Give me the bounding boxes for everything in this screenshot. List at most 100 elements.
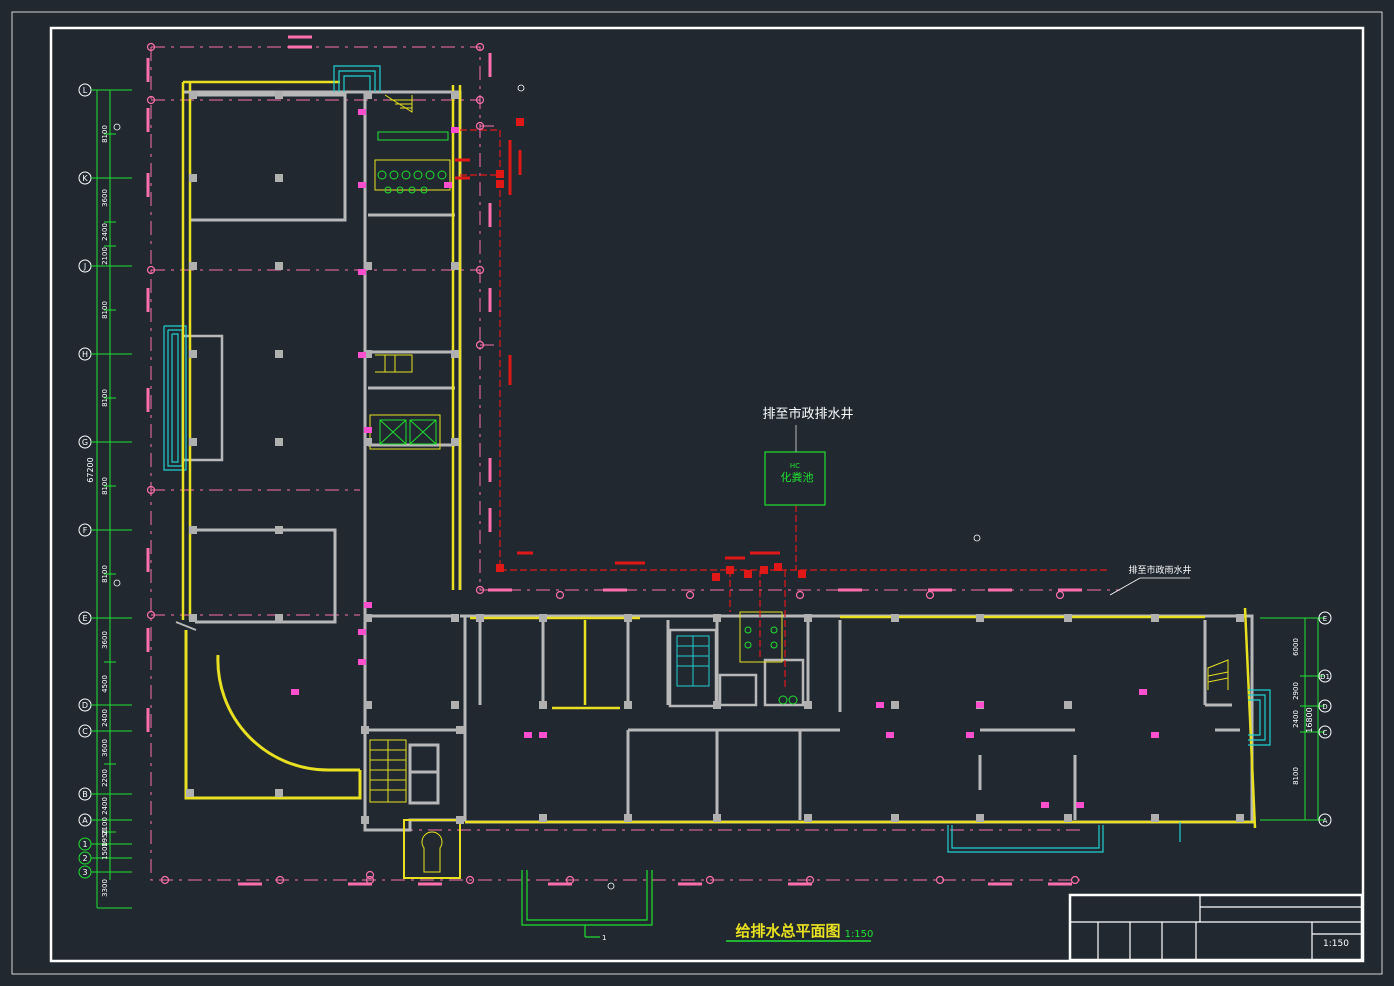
column (186, 789, 194, 797)
column (189, 91, 197, 99)
floor-drain (358, 269, 366, 275)
axis-bubble-C (1318, 725, 1332, 739)
rain-downpipe (603, 588, 627, 592)
dim-label: 3600 (101, 739, 109, 757)
column (539, 814, 547, 822)
east-wing-walls (460, 614, 1254, 824)
east-wing-facade (465, 607, 1257, 829)
axis-label: C (1323, 729, 1328, 737)
column (451, 438, 459, 446)
column (539, 614, 547, 622)
axis-bubble-A (1318, 813, 1332, 827)
column (451, 701, 459, 709)
rain-downpipe (288, 45, 312, 49)
rain-downpipe (146, 708, 150, 732)
rain-downpipe (238, 882, 262, 886)
left-dimension-labels: 8100360024002100810081008100810036004500… (101, 125, 109, 897)
column (456, 816, 464, 824)
round-entrance-wall (175, 621, 197, 631)
column (275, 91, 283, 99)
column (891, 614, 899, 622)
axis-label: B (82, 790, 88, 799)
inspection-well (475, 340, 485, 350)
floor-drain (291, 689, 299, 695)
drawing-scale: 1:150 (845, 929, 874, 940)
core-stair (369, 739, 461, 879)
column (189, 262, 197, 270)
inspection-well (365, 875, 375, 885)
floor-drain (539, 732, 547, 738)
north-stair-cyan (333, 65, 381, 92)
column (1064, 701, 1072, 709)
dim-label: 2200 (101, 769, 109, 787)
dim-label: 6000 (1292, 638, 1300, 656)
inspection-well (475, 265, 485, 275)
column (713, 614, 721, 622)
dim-label: 8100 (101, 565, 109, 583)
axis-label: D (82, 701, 88, 710)
site-boundary (150, 46, 1120, 881)
rain-downpipe (146, 58, 150, 82)
dim-label: 2400 (1292, 710, 1300, 728)
inspection-well (275, 875, 285, 885)
inspection-well (1070, 875, 1080, 885)
column (364, 350, 372, 358)
east-stair (1207, 659, 1229, 690)
floor-drain (358, 109, 366, 115)
axis-label: K (82, 174, 88, 183)
rain-downpipe (838, 588, 862, 592)
rain-downpipe (678, 882, 702, 886)
axis-label: 2 (82, 854, 87, 863)
column (189, 438, 197, 446)
inspection-well (795, 590, 805, 600)
floor-drain (364, 427, 372, 433)
floor-drain (886, 732, 894, 738)
rain-downpipe (548, 882, 572, 886)
column (364, 91, 372, 99)
column (804, 614, 812, 622)
column (804, 701, 812, 709)
floor-drain (1076, 802, 1084, 808)
column (451, 262, 459, 270)
floor-drain (358, 659, 366, 665)
column (451, 91, 459, 99)
dim-label: 1950 (101, 829, 109, 847)
column (1236, 814, 1244, 822)
floor-drain (966, 732, 974, 738)
rain-downpipe (146, 548, 150, 572)
drain-pipe-heavy (455, 140, 780, 565)
rain-downpipe (788, 882, 812, 886)
septic-tank-box (764, 451, 826, 506)
rain-downpipe (1058, 588, 1082, 592)
axis-label: 3 (82, 868, 87, 877)
inspection-well (146, 265, 156, 275)
sheet-border-outer (11, 11, 1383, 975)
dim-label: 8100 (101, 125, 109, 143)
inspection-well (475, 95, 485, 105)
inspection-well (160, 875, 170, 885)
axis-label: C (82, 727, 88, 736)
rain-downpipe (488, 508, 492, 532)
dim-label: 8100 (101, 389, 109, 407)
inspection-well (146, 610, 156, 620)
title-block (1068, 893, 1364, 962)
column (275, 614, 283, 622)
to-municipal-drain-2: 排至市政雨水井 (1128, 564, 1191, 576)
column (361, 726, 369, 734)
column (624, 614, 632, 622)
inspection-well (475, 585, 485, 595)
inspection-well (1055, 590, 1065, 600)
drain-fixtures-red (496, 118, 806, 581)
inspection-well (705, 875, 715, 885)
column (804, 814, 812, 822)
dim-label: 8100 (101, 477, 109, 495)
dim-label: 4500 (101, 675, 109, 693)
rain-downpipe (348, 882, 372, 886)
column (364, 614, 372, 622)
floor-drain (444, 182, 452, 188)
north-stair (375, 94, 413, 373)
dim-label: 8100 (1292, 767, 1300, 785)
dim-label: 1500 (101, 842, 109, 860)
column (189, 526, 197, 534)
